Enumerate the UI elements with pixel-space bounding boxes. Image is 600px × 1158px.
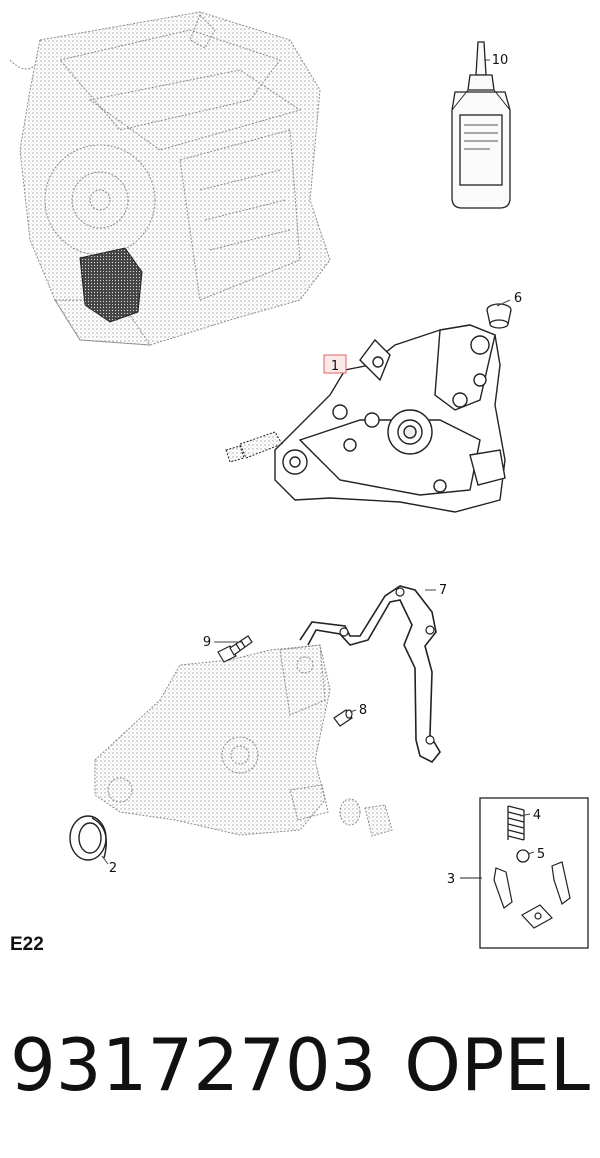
oil-pressure-valve-cap-illustration xyxy=(486,303,512,329)
dowel-pin-illustration xyxy=(333,709,353,727)
leader-lines xyxy=(101,59,535,865)
section-code: E22 xyxy=(10,934,44,955)
callout-9[interactable]: 9 xyxy=(203,635,211,650)
oil-pump-location-highlight xyxy=(79,247,143,323)
oil-pump-assembly-illustration xyxy=(225,324,506,513)
pump-gasket-illustration xyxy=(299,585,441,764)
gasket-bolt-holes xyxy=(339,587,435,745)
callout-6[interactable]: 6 xyxy=(514,291,522,306)
plug-and-washer-illustration xyxy=(339,798,393,837)
callout-8[interactable]: 8 xyxy=(359,703,367,718)
part-caption: 93172703 OPEL xyxy=(10,1010,590,1120)
callout-1[interactable]: 1 xyxy=(331,359,339,374)
engine-block-illustration xyxy=(9,11,331,346)
exploded-pump-housing-illustration xyxy=(94,644,331,836)
callout-2[interactable]: 2 xyxy=(109,861,117,876)
valve-spring-illustration xyxy=(507,805,525,841)
callout-7[interactable]: 7 xyxy=(439,583,447,598)
shaft-seal-illustration xyxy=(69,815,107,861)
callout-5[interactable]: 5 xyxy=(537,847,545,862)
bolt-illustration xyxy=(217,635,253,663)
sealant-bottle-illustration xyxy=(451,41,511,209)
callout-1-highlight-box xyxy=(323,354,347,374)
brand-name: OPEL xyxy=(404,1023,590,1107)
callout-10[interactable]: 10 xyxy=(492,53,509,68)
valve-clips-illustration xyxy=(493,861,571,929)
part-number: 93172703 xyxy=(10,1023,377,1107)
valve-ball-illustration xyxy=(516,849,530,863)
callout-3[interactable]: 3 xyxy=(447,872,455,887)
callout-4[interactable]: 4 xyxy=(533,808,541,823)
